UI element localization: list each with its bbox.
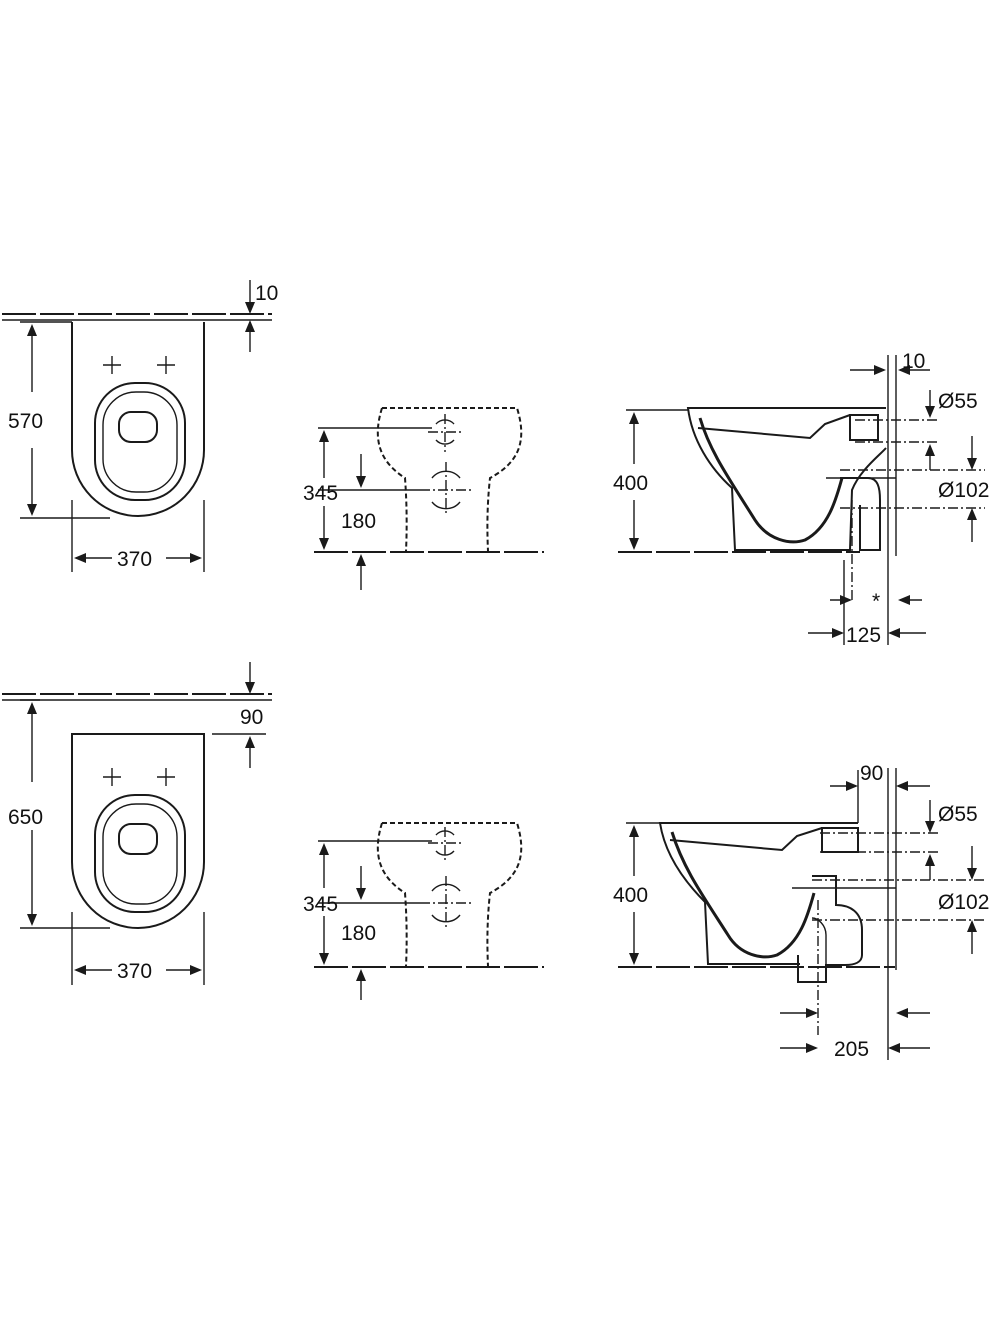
- crosshair-icon: [428, 414, 462, 452]
- outlet-distance-label: 205: [834, 1038, 869, 1061]
- wall-gap-label: 10: [255, 282, 278, 305]
- rim-line: [697, 414, 851, 440]
- seat-inner: [102, 803, 178, 905]
- seat-outline: [94, 382, 186, 501]
- inlet-spigot: [849, 414, 879, 441]
- star-note: *: [872, 590, 880, 613]
- top-view-2: 650 370 90: [2, 662, 272, 985]
- height-label: 400: [613, 884, 648, 907]
- fixing-height-label: 180: [341, 510, 376, 533]
- bowl-outline: [376, 822, 523, 967]
- depth-label: 650: [8, 806, 43, 829]
- crosshair-icon: [420, 462, 472, 516]
- inlet-spigot: [821, 827, 859, 853]
- outlet-diameter-label: Ø102: [938, 479, 989, 502]
- bowl-outline: [658, 822, 858, 965]
- height-label: 400: [613, 472, 648, 495]
- bowl-opening: [118, 823, 158, 855]
- crosshair-icon: [103, 768, 121, 786]
- outlet-bend: [797, 875, 863, 983]
- inlet-diameter-label: Ø55: [938, 390, 978, 413]
- seat-height-label: 345: [303, 893, 338, 916]
- seat-height-label: 345: [303, 482, 338, 505]
- bowl-outline: [686, 407, 887, 551]
- inlet-diameter-label: Ø55: [938, 803, 978, 826]
- side-view-1: 400 10 Ø55 Ø102 * 125: [613, 350, 989, 647]
- wall-gap-label: 90: [240, 706, 263, 729]
- crosshair-icon: [428, 827, 462, 861]
- fixing-height-label: 180: [341, 922, 376, 945]
- crosshair-icon: [157, 356, 175, 374]
- width-label: 370: [117, 548, 152, 571]
- trap-outline: [670, 831, 816, 959]
- crosshair-icon: [103, 356, 121, 374]
- wall-gap-label: 10: [902, 350, 925, 373]
- bowl-outline: [71, 322, 205, 517]
- outlet-distance-label: 125: [846, 624, 881, 647]
- front-view-2: 345 180: [303, 822, 544, 1000]
- seat-outline: [94, 794, 186, 913]
- bowl-outline: [376, 407, 523, 552]
- bowl-opening: [118, 411, 158, 443]
- seat-inner: [102, 391, 178, 493]
- top-view-1: 570 370 10: [2, 280, 278, 572]
- bowl-outline: [71, 733, 205, 929]
- depth-label: 570: [8, 410, 43, 433]
- front-view-1: 345 180: [303, 407, 544, 590]
- outlet-bend: [840, 477, 881, 551]
- crosshair-icon: [157, 768, 175, 786]
- crosshair-icon: [420, 876, 472, 930]
- rim-line: [669, 827, 823, 852]
- trap-outline: [698, 417, 844, 544]
- outlet-diameter-label: Ø102: [938, 891, 989, 914]
- width-label: 370: [117, 960, 152, 983]
- outlet-inner: [811, 917, 827, 965]
- wall-gap-label: 90: [860, 762, 883, 785]
- side-view-2: 400 90 Ø55 Ø102 205: [613, 762, 989, 1061]
